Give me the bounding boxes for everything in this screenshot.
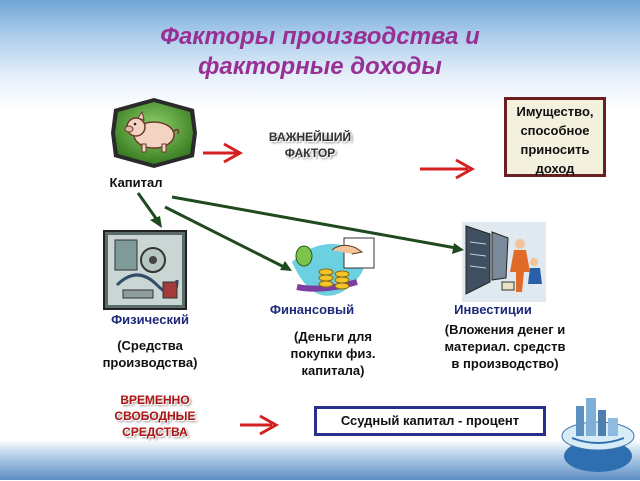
- background-top: [0, 0, 640, 110]
- pig-icon: [110, 97, 198, 169]
- title-line-1: Факторы производства и: [160, 23, 480, 50]
- investments-desc: (Вложения денег и материал. средств в пр…: [425, 321, 585, 372]
- physical-label: Физический: [111, 312, 189, 327]
- financial-desc: (Деньги для покупки физ. капитала): [263, 328, 403, 379]
- machine-icon: [103, 230, 187, 310]
- arrow-free-to-loan: [240, 414, 280, 436]
- key-factor-line-2: ФАКТОР: [284, 146, 336, 160]
- buildings-icon: [462, 222, 546, 302]
- investments-label: Инвестиции: [454, 302, 532, 317]
- temp-free-line-3: СРЕДСТВА: [122, 425, 188, 439]
- property-line-1: Имущество,: [516, 104, 594, 119]
- property-box: Имущество, способное приносить доход: [504, 97, 606, 177]
- money-hand-icon: [282, 232, 382, 302]
- investments-desc-line-1: (Вложения денег и: [444, 322, 566, 337]
- investments-desc-line-2: материал. средств: [444, 339, 566, 354]
- property-line-3: приносить: [520, 142, 590, 157]
- physical-desc: (Средства производства): [80, 337, 220, 371]
- temp-free-label: ВРЕМЕННО СВОБОДНЫЕ СРЕДСТВА: [100, 392, 210, 440]
- key-factor-label: ВАЖНЕЙШИЙ ФАКТОР: [255, 129, 365, 161]
- property-line-2: способное: [520, 123, 590, 138]
- title-line-2: факторные доходы: [198, 53, 442, 80]
- financial-desc-line-3: капитала): [301, 363, 365, 378]
- arrow-capital-to-investments: [171, 195, 464, 254]
- arrow-capital-to-key: [203, 142, 244, 164]
- city-globe-icon: [558, 392, 638, 476]
- temp-free-line-2: СВОБОДНЫЕ: [114, 409, 196, 423]
- slide-title: Факторы производства и факторные доходы: [120, 22, 520, 82]
- investments-desc-line-3: в производство): [451, 356, 559, 371]
- background-bottom: [0, 440, 640, 480]
- arrow-key-to-property: [420, 158, 476, 180]
- capital-label: Капитал: [109, 175, 163, 190]
- arrow-capital-to-financial: [164, 205, 292, 271]
- temp-free-line-1: ВРЕМЕННО: [120, 393, 190, 407]
- financial-desc-line-1: (Деньги для: [294, 329, 372, 344]
- key-factor-line-1: ВАЖНЕЙШИЙ: [268, 130, 352, 144]
- physical-desc-line-1: (Средства: [117, 338, 183, 353]
- physical-desc-line-2: производства): [102, 355, 198, 370]
- loan-capital-box: Ссудный капитал - процент: [314, 406, 546, 436]
- financial-desc-line-2: покупки физ.: [290, 346, 376, 361]
- financial-label: Финансовый: [269, 302, 355, 317]
- property-line-4: доход: [535, 161, 575, 176]
- arrow-capital-to-physical: [136, 192, 162, 228]
